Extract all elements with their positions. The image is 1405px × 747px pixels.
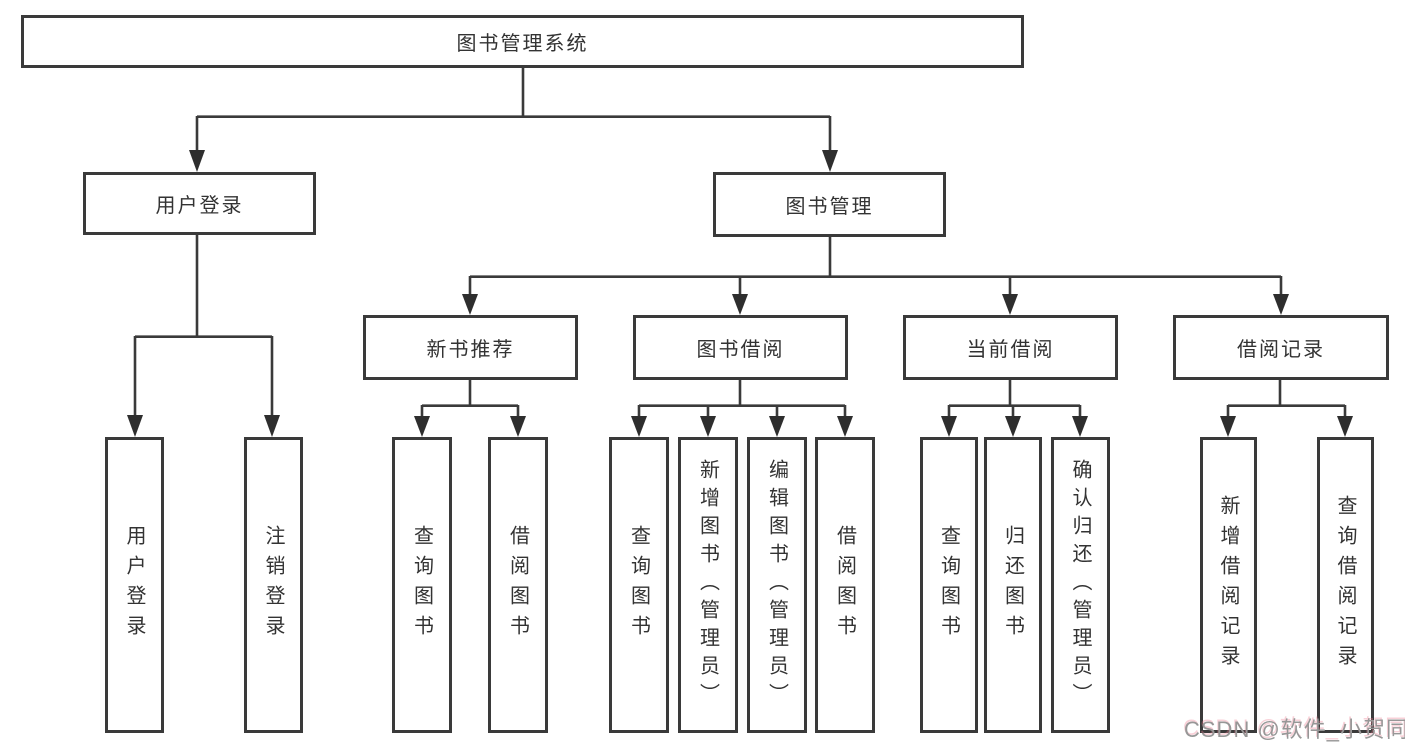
leaf-query-books-current: 查询图书 xyxy=(920,437,978,733)
node-root-label: 图书管理系统 xyxy=(456,33,589,55)
leaf-query-books-current-label: 查询图书 xyxy=(937,525,960,645)
leaf-query-books-recommend-label: 查询图书 xyxy=(410,525,433,645)
leaf-logout-label: 注销登录 xyxy=(262,525,284,645)
leaf-confirm-return-admin-label: 确认归还（管理员） xyxy=(1069,459,1091,711)
csdn-watermark: CSDN @软件_小贺同学 xyxy=(1184,717,1405,742)
leaf-confirm-return-admin: 确认归还（管理员） xyxy=(1051,437,1110,733)
node-book-borrowing: 图书借阅 xyxy=(633,315,848,380)
leaf-query-books-borrowing: 查询图书 xyxy=(609,437,669,733)
node-current-borrowing-label: 当前借阅 xyxy=(966,339,1055,361)
node-user-login: 用户登录 xyxy=(83,172,316,235)
leaf-add-books-admin-label: 新增图书（管理员） xyxy=(696,459,719,711)
leaf-user-login-label: 用户登录 xyxy=(123,525,145,645)
leaf-logout: 注销登录 xyxy=(244,437,303,733)
leaf-add-borrow-record-label: 新增借阅记录 xyxy=(1217,495,1239,675)
node-current-borrowing: 当前借阅 xyxy=(903,315,1118,380)
leaf-query-borrow-record: 查询借阅记录 xyxy=(1317,437,1374,733)
node-user-login-label: 用户登录 xyxy=(155,195,244,217)
leaf-query-books-borrowing-label: 查询图书 xyxy=(627,525,650,645)
leaf-add-books-admin: 新增图书（管理员） xyxy=(678,437,738,733)
node-book-borrowing-label: 图书借阅 xyxy=(696,339,785,361)
leaf-add-borrow-record: 新增借阅记录 xyxy=(1200,437,1257,733)
node-borrow-records: 借阅记录 xyxy=(1173,315,1389,380)
leaf-query-borrow-record-label: 查询借阅记录 xyxy=(1334,495,1356,675)
leaf-edit-books-admin-label: 编辑图书（管理员） xyxy=(765,459,788,711)
leaf-query-books-recommend: 查询图书 xyxy=(392,437,452,733)
leaf-borrow-books-recommend-label: 借阅图书 xyxy=(506,525,529,645)
node-book-management-label: 图书管理 xyxy=(785,196,874,218)
node-borrow-records-label: 借阅记录 xyxy=(1237,339,1325,361)
leaf-edit-books-admin: 编辑图书（管理员） xyxy=(747,437,807,733)
node-new-book-recommend: 新书推荐 xyxy=(363,315,578,380)
leaf-borrow-books-recommend: 借阅图书 xyxy=(488,437,548,733)
leaf-borrow-books-label: 借阅图书 xyxy=(833,525,856,645)
leaf-user-login: 用户登录 xyxy=(105,437,164,733)
leaf-return-books: 归还图书 xyxy=(984,437,1042,733)
leaf-return-books-label: 归还图书 xyxy=(1001,525,1024,645)
node-book-management: 图书管理 xyxy=(713,172,946,237)
node-root-library-system: 图书管理系统 xyxy=(21,15,1024,68)
leaf-borrow-books: 借阅图书 xyxy=(815,437,875,733)
node-new-book-recommend-label: 新书推荐 xyxy=(426,339,515,361)
